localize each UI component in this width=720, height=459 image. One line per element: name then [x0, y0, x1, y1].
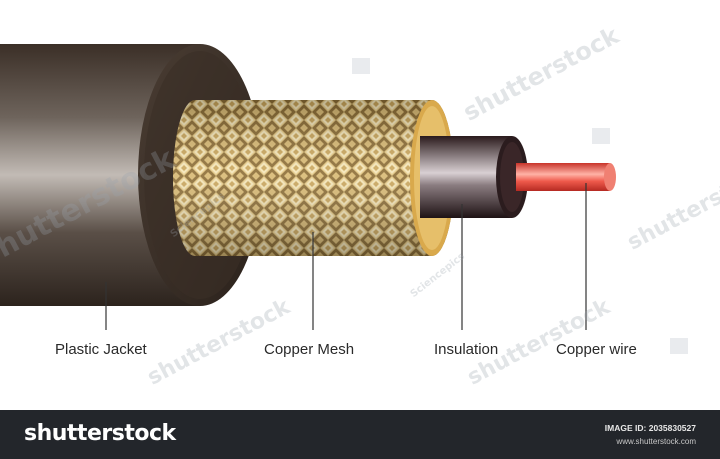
image-id: IMAGE ID: 2035830527: [604, 423, 696, 433]
copper-mesh: [173, 100, 454, 256]
stamp-marks: [352, 58, 688, 354]
label-insulation: Insulation: [434, 341, 499, 358]
coaxial-cable-diagram: [0, 44, 688, 354]
insulation: [420, 136, 528, 218]
label-copper-wire: Copper wire: [556, 341, 637, 358]
leader-lines: [105, 183, 587, 330]
shutterstock-logo: shutterstock: [24, 421, 176, 446]
label-copper-mesh: Copper Mesh: [264, 341, 355, 358]
footer-bar: shutterstock IMAGE ID: 2035830527 www.sh…: [0, 410, 720, 459]
site-url: www.shutterstock.com: [616, 437, 696, 446]
copper-wire: [516, 163, 616, 191]
label-plastic-jacket: Plastic Jacket: [55, 341, 147, 358]
